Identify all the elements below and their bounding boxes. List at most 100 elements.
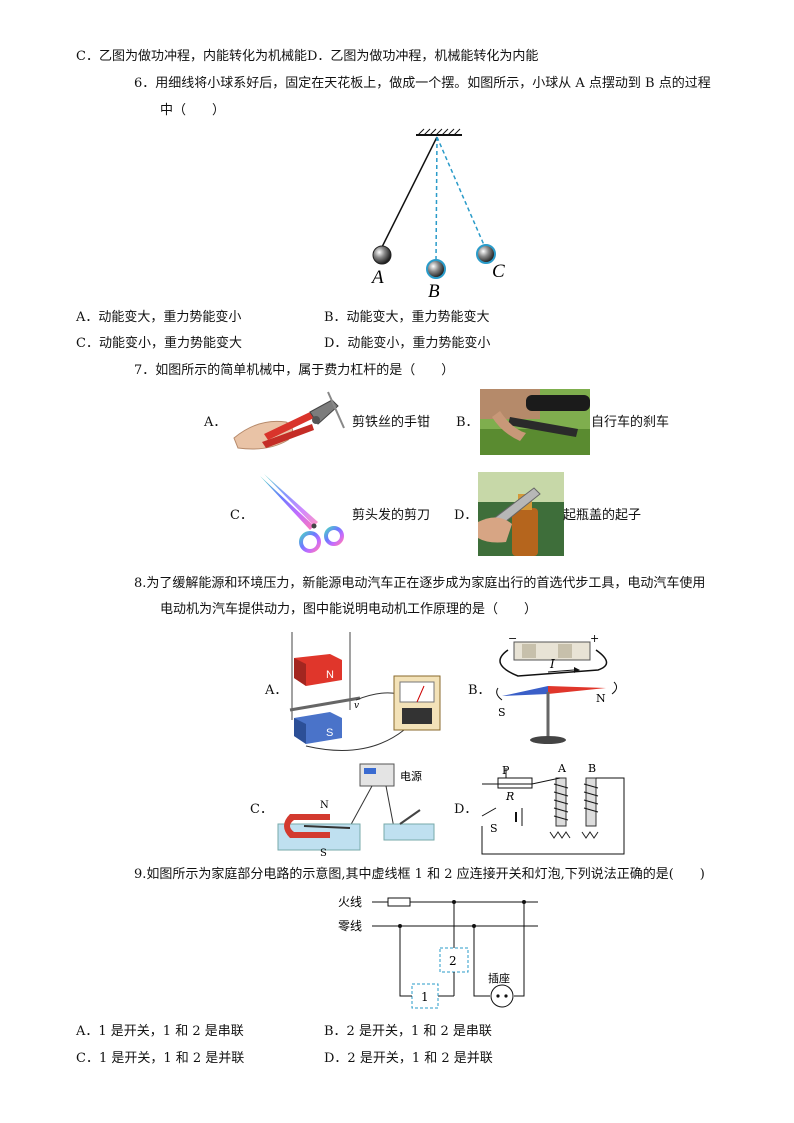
q9-stem: 9.如图所示为家庭部分电路的示意图,其中虚线框 1 和 2 应连接开关和灯泡,下… bbox=[134, 867, 705, 882]
fingers bbox=[492, 411, 526, 441]
handlebar bbox=[526, 395, 590, 411]
q9-option-d: D．2 是开关，1 和 2 是并联 bbox=[324, 1051, 493, 1066]
scissor-blade-1 bbox=[260, 476, 314, 530]
pliers-pivot bbox=[312, 416, 320, 424]
switch-label: S bbox=[490, 822, 498, 835]
brake-lever bbox=[508, 417, 578, 437]
magnet-n-label: N bbox=[320, 800, 329, 811]
pliers-handle-red-2 bbox=[262, 424, 314, 448]
string-b bbox=[435, 136, 438, 262]
q9-option-b: B．2 是开关，1 和 2 是串联 bbox=[324, 1024, 492, 1039]
box-1-label: 1 bbox=[421, 990, 429, 1004]
pliers-handle-red bbox=[264, 412, 314, 440]
coil-b-label: B bbox=[588, 762, 596, 775]
q8-letter-a: A． bbox=[265, 683, 288, 698]
label-a: A bbox=[370, 267, 384, 288]
iron-filings-a bbox=[549, 831, 571, 839]
q6-stem: 6．用细线将小球系好后，固定在天花板上，做成一个摆。如图所示，小球从 A 点摆动… bbox=[134, 76, 711, 91]
wire-c2 bbox=[385, 785, 395, 829]
fig-8a-generator: N v S bbox=[289, 632, 441, 751]
wire bbox=[327, 391, 345, 429]
power-supply bbox=[359, 763, 395, 787]
needle-n-half bbox=[548, 686, 606, 694]
q7-letter-a: A． bbox=[204, 415, 227, 430]
needle-s-label: S bbox=[498, 706, 506, 719]
conductor-rod bbox=[289, 696, 361, 712]
q7-stem: 7．如图所示的简单机械中，属于费力杠杆的是（ ） bbox=[134, 363, 455, 378]
q5-option-d: D．乙图为做功冲程，机械能转化为内能 bbox=[306, 49, 539, 64]
needle-s-half bbox=[502, 686, 548, 696]
scissor-ring-1 bbox=[299, 531, 321, 553]
fuse bbox=[387, 897, 411, 907]
bottle bbox=[512, 508, 538, 556]
current-arrow bbox=[547, 669, 575, 673]
magnet-n-label: N bbox=[326, 669, 334, 681]
box-2-label: 2 bbox=[449, 954, 457, 968]
q8-letter-b: B． bbox=[468, 683, 491, 698]
ball-a bbox=[372, 245, 392, 265]
neutral-wire-label: 零线 bbox=[338, 919, 362, 933]
q7-letter-d: D． bbox=[454, 508, 478, 523]
pliers-image bbox=[228, 388, 350, 456]
bottle-opener-image bbox=[478, 472, 564, 556]
magnet-s-label: S bbox=[326, 727, 333, 739]
q7-caption-c: 剪头发的剪刀 bbox=[352, 508, 431, 523]
stand-base bbox=[530, 736, 566, 744]
battery-plus: + bbox=[590, 632, 599, 645]
string-c bbox=[436, 136, 485, 246]
q6-stem-cont: 中（ ） bbox=[160, 103, 226, 118]
current-label: I bbox=[549, 657, 555, 671]
hand-shape bbox=[478, 517, 512, 543]
switch bbox=[481, 807, 497, 817]
q6-option-c: C．动能变小，重力势能变大 bbox=[76, 336, 242, 351]
q9-option-a: A．1 是开关，1 和 2 是串联 bbox=[76, 1024, 244, 1039]
q8-letter-c: C． bbox=[250, 802, 273, 817]
string-a bbox=[381, 136, 438, 248]
rod bbox=[303, 825, 351, 829]
q6-option-b: B．动能变大，重力势能变大 bbox=[324, 310, 490, 325]
switch-blade[interactable] bbox=[399, 809, 421, 825]
needle-n-label: N bbox=[596, 692, 606, 705]
q7-letter-c: C． bbox=[230, 508, 253, 523]
label-b: B bbox=[428, 281, 440, 302]
q7-caption-d: 起瓶盖的起子 bbox=[563, 508, 642, 523]
rheostat bbox=[497, 777, 533, 789]
coil-a-label: A bbox=[557, 762, 567, 775]
q8-stem-cont: 电动机为汽车提供动力，图中能说明电动机工作原理的是（ ） bbox=[160, 602, 538, 617]
horseshoe-magnet bbox=[284, 814, 330, 838]
live-wire-label: 火线 bbox=[338, 895, 362, 909]
wire-2 bbox=[305, 729, 405, 751]
fig-8d-electromagnet: P R A B S bbox=[481, 762, 625, 855]
power-supply-label: 电源 bbox=[400, 769, 422, 783]
galvanometer-dial bbox=[399, 681, 435, 703]
fig-8c-motor: 电源 N S bbox=[277, 763, 435, 858]
velocity-label: v bbox=[354, 701, 359, 711]
ceiling-hatch bbox=[417, 128, 461, 136]
q8-stem: 8.为了缓解能源和环境压力，新能源电动汽车正在逐步成为家庭出行的首选代步工具，电… bbox=[134, 576, 706, 591]
household-circuit: 火线 零线 2 1 插座 bbox=[338, 895, 538, 1009]
q7-letter-b: B． bbox=[456, 415, 479, 430]
q8-letter-d: D． bbox=[454, 802, 478, 817]
scissor-blade-2 bbox=[264, 474, 318, 526]
rheostat-label: R bbox=[505, 790, 514, 803]
ball-c bbox=[476, 244, 496, 264]
scissor-ring-2 bbox=[324, 526, 344, 546]
socket bbox=[490, 984, 514, 1008]
pendulum-figure: A B C bbox=[370, 128, 505, 302]
box-1 bbox=[411, 983, 439, 1009]
q5-option-c: C．乙图为做功冲程，内能转化为机械能 bbox=[76, 49, 307, 64]
circuit-wire bbox=[481, 777, 625, 855]
wire-1 bbox=[355, 692, 399, 701]
switch-base bbox=[383, 823, 435, 841]
galvanometer-needle bbox=[416, 685, 425, 703]
wire-c1 bbox=[347, 785, 373, 831]
magnet-s-label: S bbox=[320, 848, 327, 858]
q6-option-d: D．动能变小，重力势能变小 bbox=[324, 336, 491, 351]
wire-loop bbox=[499, 649, 608, 677]
label-c: C bbox=[492, 261, 505, 282]
fig-8b-oersted: − + I S N bbox=[496, 632, 618, 744]
scissor-pivot bbox=[311, 523, 317, 529]
q6-option-a: A．动能变大，重力势能变小 bbox=[76, 310, 242, 325]
galvanometer-base bbox=[402, 708, 432, 724]
q7-caption-a: 剪铁丝的手钳 bbox=[352, 415, 431, 430]
